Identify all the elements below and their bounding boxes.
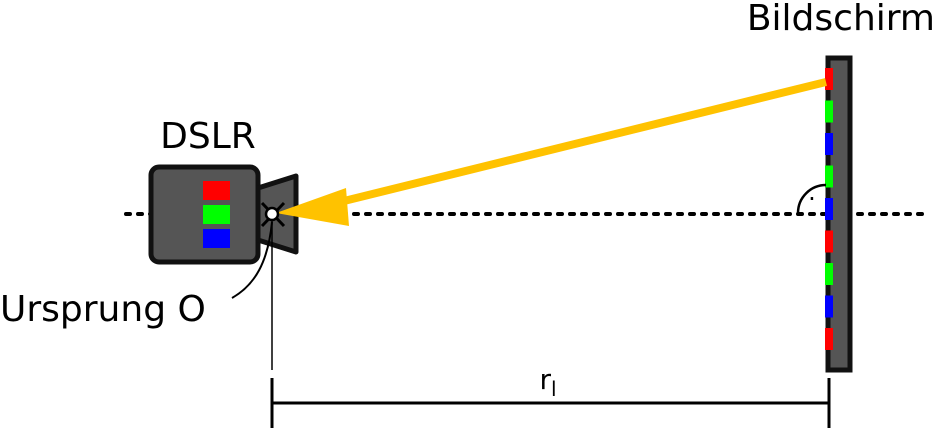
light-ray-arrowhead [276,188,349,226]
light-ray [339,78,827,206]
screen-pixel-blue [825,133,833,155]
screen-pixel-column [825,68,833,350]
origin-leader-line [231,221,273,299]
distance-label: rl [539,363,556,401]
sensor-pixel-red [203,181,230,200]
screen [825,55,853,373]
right-angle-arc [796,183,827,214]
camera-label: DSLR [160,116,256,157]
dslr-camera [148,164,299,265]
screen-pixel-red [825,230,833,253]
screen-pixel-blue [825,198,833,220]
screen-pixel-red [825,328,833,350]
origin-label: Ursprung O [0,289,206,330]
sensor-pixel-blue [203,229,230,248]
distance-label-subscript: l [551,377,557,401]
screen-pixel-blue [825,295,833,318]
origin-point [264,206,280,222]
screen-pixel-green [825,263,833,285]
screen-pixel-red [825,68,833,90]
sensor-pixel-green [203,205,230,224]
screen-pixel-green [825,165,833,188]
distance-label-base: r [539,363,551,396]
screen-label: Bildschirm [747,0,935,39]
screen-pixel-green [825,100,833,123]
distance-dimension [270,378,831,428]
right-angle-dot: · [808,185,816,213]
